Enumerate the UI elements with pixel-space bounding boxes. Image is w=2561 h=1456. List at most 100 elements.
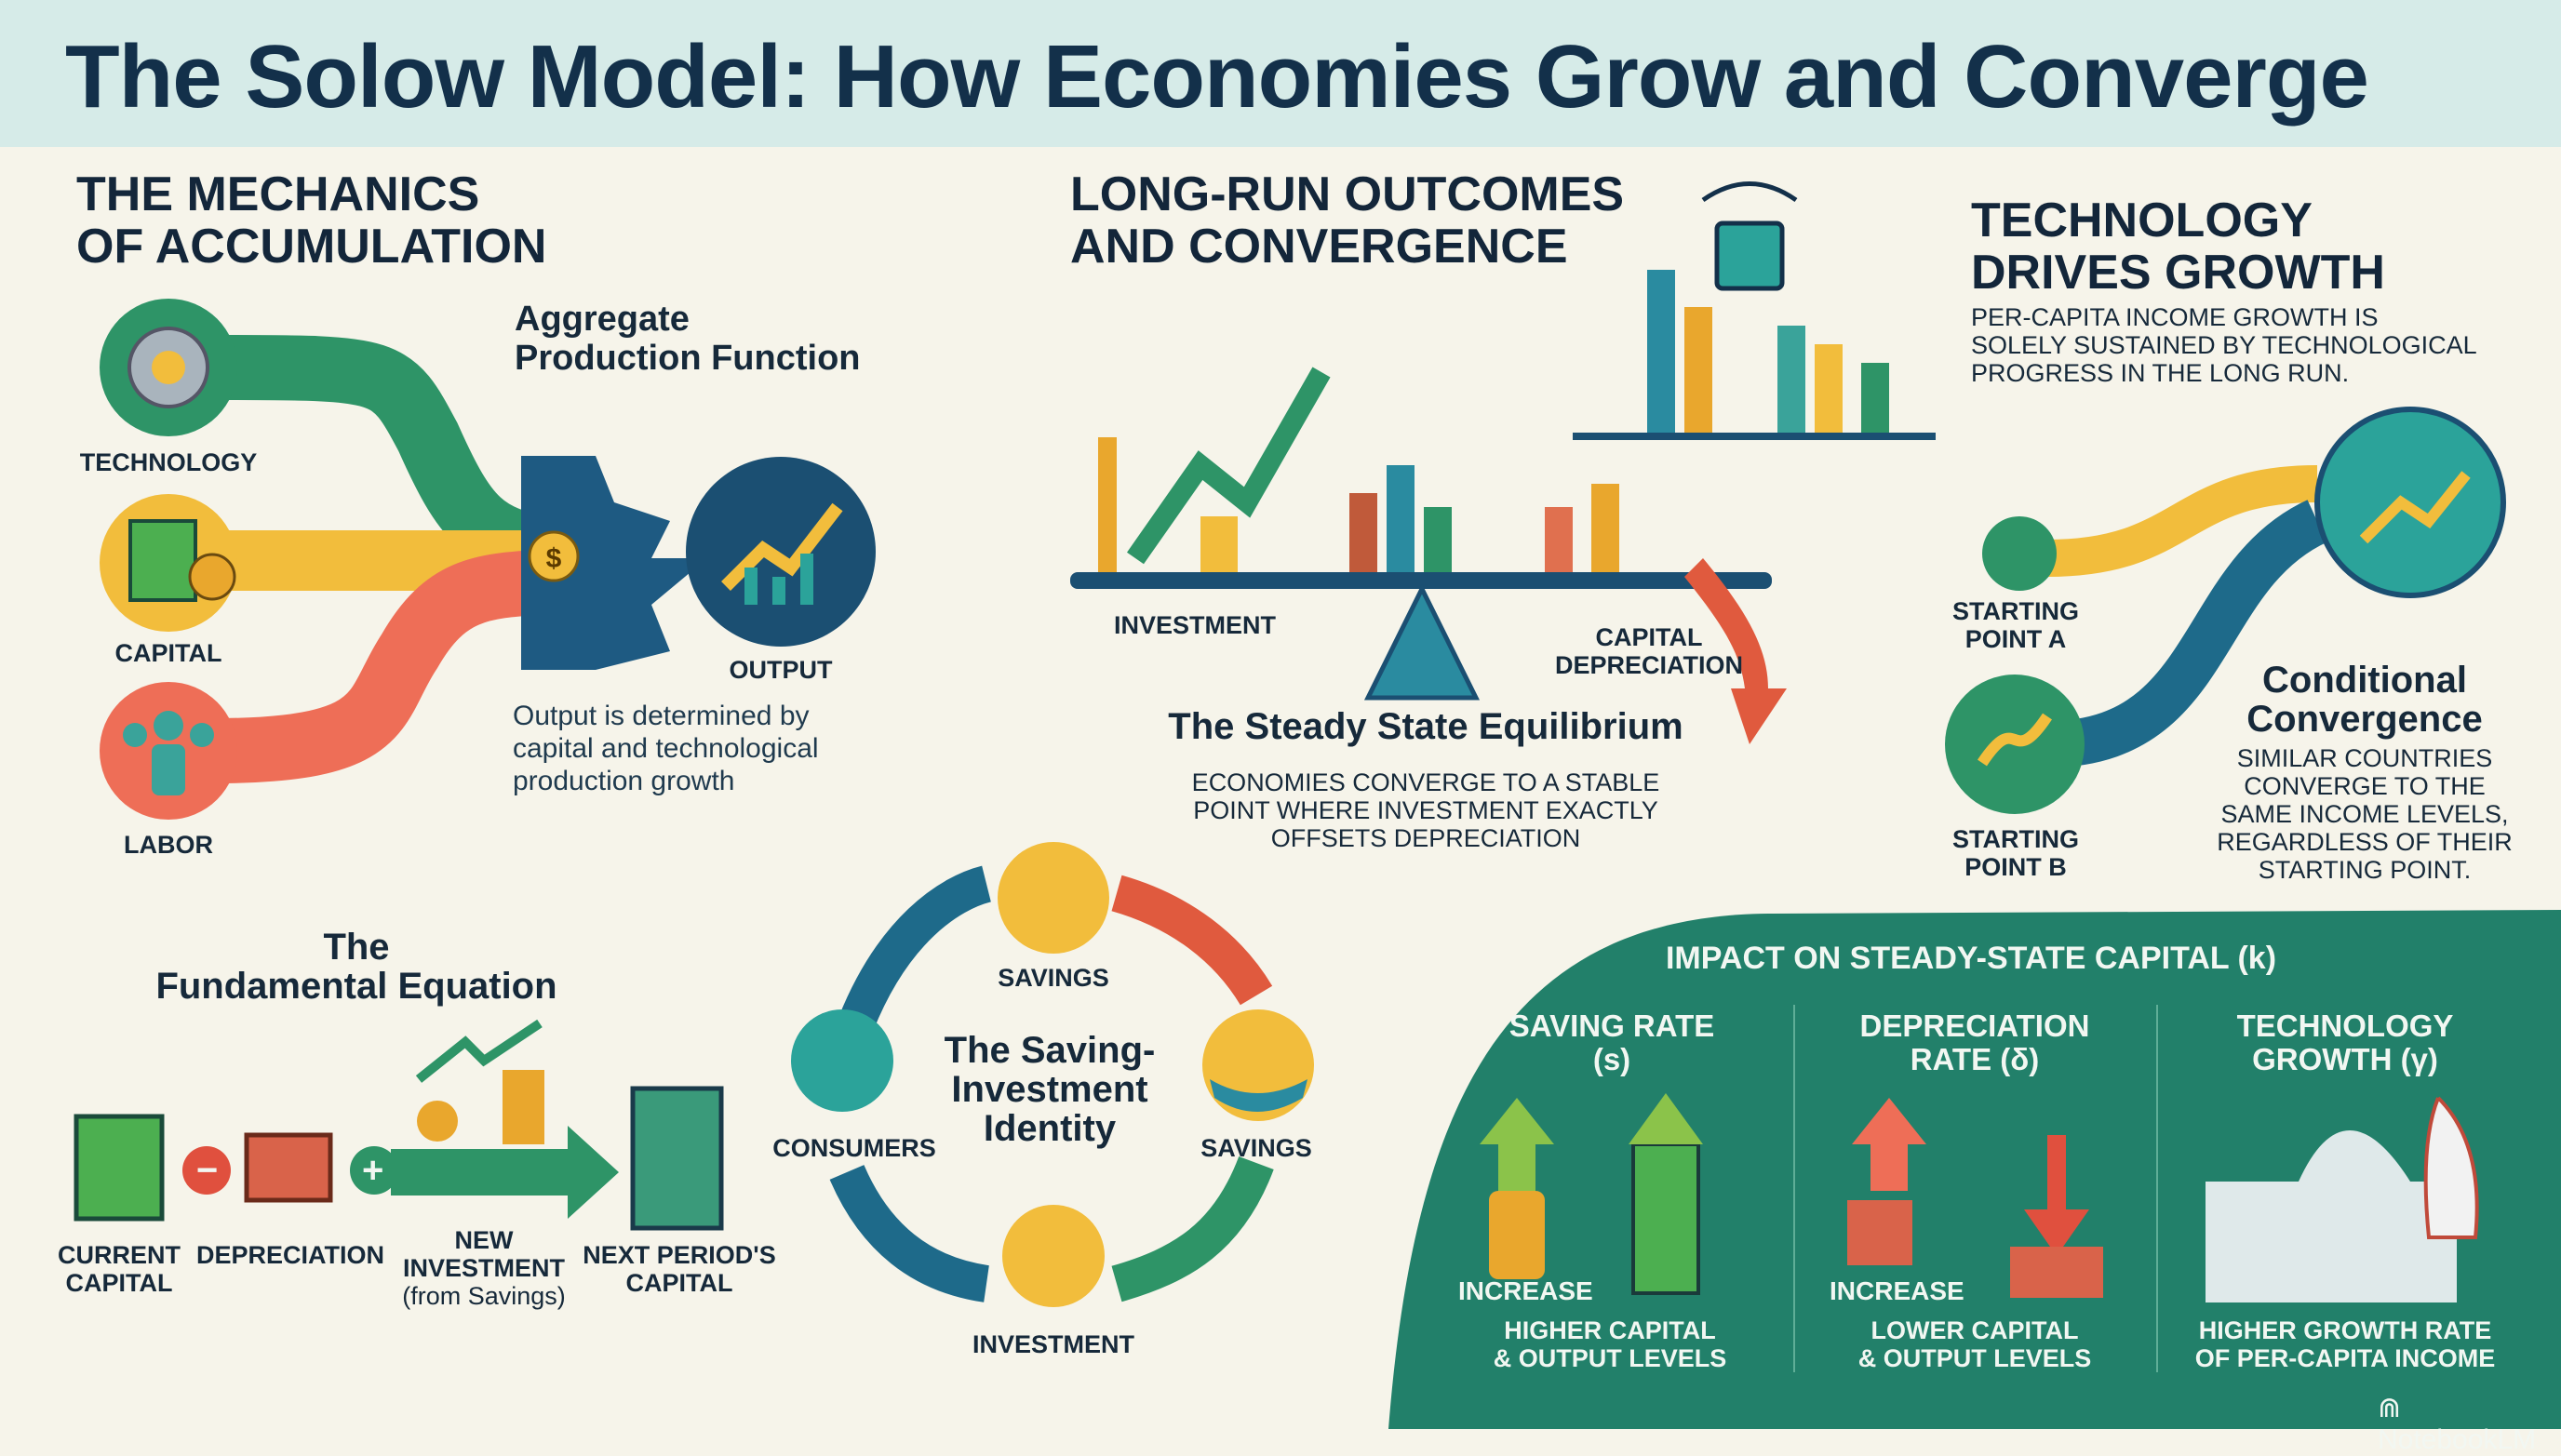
col-result-line: OF PER-CAPITA INCOME (2194, 1344, 2496, 1372)
road-a (2046, 465, 2318, 577)
mechanics-heading-line: OF ACCUMULATION (76, 220, 547, 274)
impact-heading: IMPACT ON STEADY-STATE CAPITAL (k) (1665, 941, 2277, 976)
cycle-arrow-top-left (838, 865, 992, 1031)
tech-body-line: PROGRESS IN THE LONG RUN. (1971, 359, 2350, 387)
saving-rate-heading: SAVING RATE(s) (1509, 1009, 1715, 1076)
eq-line: CAPITAL (625, 1269, 733, 1297)
saving-result: HIGHER CAPITAL& OUTPUT LEVELS (1494, 1316, 1727, 1372)
savings-bag-icon (998, 842, 1109, 954)
depreciation-brick-icon (244, 1132, 333, 1203)
steady-state-title: The Steady State Equilibrium (1168, 706, 1683, 747)
col-head-line: TECHNOLOGY (2236, 1009, 2454, 1043)
consumers-icon (791, 1009, 893, 1112)
seesaw-beam (1070, 572, 1772, 589)
depreciation-arrow-icon (1684, 558, 1787, 744)
consumers-label: CONSUMERS (772, 1134, 936, 1162)
longrun-heading-line: LONG-RUN OUTCOMES (1070, 167, 1625, 221)
technology-flow (213, 335, 555, 581)
savings-top-label: SAVINGS (998, 964, 1109, 992)
chip-icon (1714, 220, 1785, 291)
mechanics-heading-line: THE MECHANICS (76, 167, 480, 221)
savings-right-label: SAVINGS (1200, 1134, 1312, 1162)
depreciation-result: LOWER CAPITAL& OUTPUT LEVELS (1858, 1316, 2092, 1372)
plus-circle (350, 1146, 398, 1195)
title-banner (0, 0, 2561, 147)
output-label: OUTPUT (729, 656, 833, 684)
apf-line: Aggregate (515, 300, 690, 339)
col-head-line: DEPRECIATION (1859, 1009, 2090, 1043)
cycle-arrow-bottom-left (829, 1164, 990, 1302)
sp-line: STARTING (1952, 597, 2079, 625)
apf-line: Production Function (515, 339, 861, 378)
cc-line: Convergence (2246, 699, 2483, 740)
eq-line: CAPITAL (65, 1269, 173, 1297)
starting-point-a-icon (1982, 516, 2057, 591)
next-capital-icon (630, 1086, 724, 1231)
technology-label: TECHNOLOGY (79, 448, 258, 476)
cc-body-line: SIMILAR COUNTRIES (2236, 744, 2493, 772)
current-capital-icon (74, 1114, 165, 1222)
col-head-line: (s) (1592, 1042, 1631, 1076)
cc-body-line: CONVERGE TO THE (2244, 772, 2486, 800)
cc-body-line: SAME INCOME LEVELS, (2220, 800, 2509, 828)
minus-circle (182, 1146, 231, 1195)
cc-body-line: REGARDLESS OF THEIR (2217, 828, 2513, 856)
labor-label: LABOR (124, 831, 213, 859)
col-head-line: SAVING RATE (1508, 1009, 1715, 1043)
new-investment-arrow (391, 1126, 619, 1219)
production-gear-icon (521, 456, 707, 670)
investment-label: INVESTMENT (1113, 611, 1277, 639)
steady-line: POINT WHERE INVESTMENT EXACTLY (1193, 796, 1658, 824)
growth-arrow-icon (1126, 367, 1331, 565)
investment-cycle-label: INVESTMENT (972, 1330, 1135, 1358)
labor-flow (213, 549, 552, 783)
col-result-line: HIGHER CAPITAL (1504, 1316, 1716, 1344)
col-result-line: & OUTPUT LEVELS (1857, 1344, 2092, 1372)
col-result-line: LOWER CAPITAL (1870, 1316, 2079, 1344)
steady-line: OFFSETS DEPRECIATION (1270, 824, 1581, 852)
cc-body-line: STARTING POINT. (2258, 856, 2472, 884)
seesaw-fulcrum (1363, 583, 1481, 701)
cycle-title-line: Investment (951, 1069, 1148, 1110)
eq-line: (from Savings) (402, 1282, 566, 1310)
eq-line: NEW (454, 1226, 514, 1254)
output-icon (686, 457, 876, 647)
cycle-arrow-bottom-right (1111, 1155, 1274, 1302)
sp-line: POINT A (1964, 625, 2067, 653)
depr-line: DEPRECIATION (1554, 651, 1744, 679)
tech-heading-line: DRIVES GROWTH (1971, 246, 2385, 300)
desc-line: Output is determined by (513, 701, 810, 731)
col-result-line: & OUTPUT LEVELS (1493, 1344, 1727, 1372)
cc-line: Conditional (2262, 660, 2467, 701)
tech-body-line: PER-CAPITA INCOME GROWTH IS (1971, 303, 2379, 331)
tech-heading-line: TECHNOLOGY (1971, 194, 2313, 247)
page-title: The Solow Model: How Economies Grow and … (65, 27, 2369, 127)
eq-title-line: The (323, 927, 390, 968)
sp-line: POINT B (1964, 853, 2067, 881)
plus-sign: + (362, 1150, 384, 1191)
investment-factory-icon (1002, 1205, 1105, 1307)
tech-body-line: SOLELY SUSTAINED BY TECHNOLOGICAL (1971, 331, 2477, 359)
col-head-line: RATE (δ) (1910, 1042, 2040, 1076)
desc-line: capital and technological (513, 733, 819, 764)
longrun-heading-line: AND CONVERGENCE (1070, 220, 1568, 274)
cycle-arrow-top-right (1111, 875, 1273, 1006)
eq-line: CURRENT (58, 1241, 181, 1269)
